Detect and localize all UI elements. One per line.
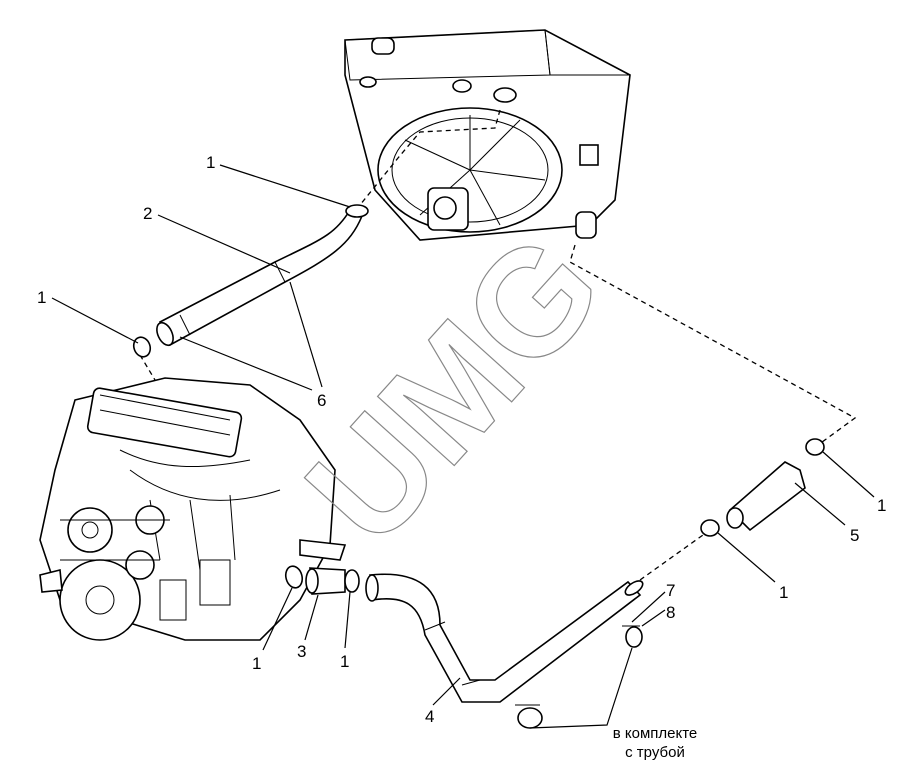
callout-clamp-right-mid: 1: [779, 583, 788, 602]
callout-sleeve: 3: [297, 642, 306, 661]
upper-hose: [132, 204, 369, 358]
callout-lower-pipe: 4: [425, 707, 434, 726]
routing-line-mid: [639, 529, 711, 581]
note-line-1: в комплекте: [613, 725, 698, 742]
pipe-bracket: [517, 707, 543, 729]
lower-connection: [284, 438, 825, 729]
hose-right: [728, 461, 806, 532]
radiator-assembly: [344, 29, 631, 241]
routing-line-left: [139, 354, 156, 381]
engine: [39, 377, 347, 641]
callout-nut: 8: [666, 603, 675, 622]
callout-sleeve-marks: 6: [317, 391, 326, 410]
note-line-2: с трубой: [625, 744, 685, 761]
clamp: [805, 438, 825, 456]
callout-clamp-left: 1: [37, 288, 46, 307]
pipe-bracket: [625, 626, 643, 648]
callout-clamp-top: 1: [206, 153, 215, 172]
clamp: [700, 519, 720, 537]
lower-pipe: [369, 573, 642, 703]
routing-line-top: [359, 109, 501, 206]
leader-lines: [51, 164, 875, 729]
routing-line-right: [569, 244, 857, 446]
callout-bolt: 7: [666, 581, 675, 600]
callout-upper-hose: 2: [143, 204, 152, 223]
callout-hose-right: 5: [850, 526, 859, 545]
clamp: [284, 565, 304, 589]
clamp: [345, 204, 369, 218]
callout-clamp-low-left: 1: [252, 654, 261, 673]
callout-clamp-right-top: 1: [877, 496, 886, 515]
callout-clamp-low-right: 1: [340, 652, 349, 671]
clamp: [344, 569, 360, 593]
clamp: [132, 336, 152, 358]
